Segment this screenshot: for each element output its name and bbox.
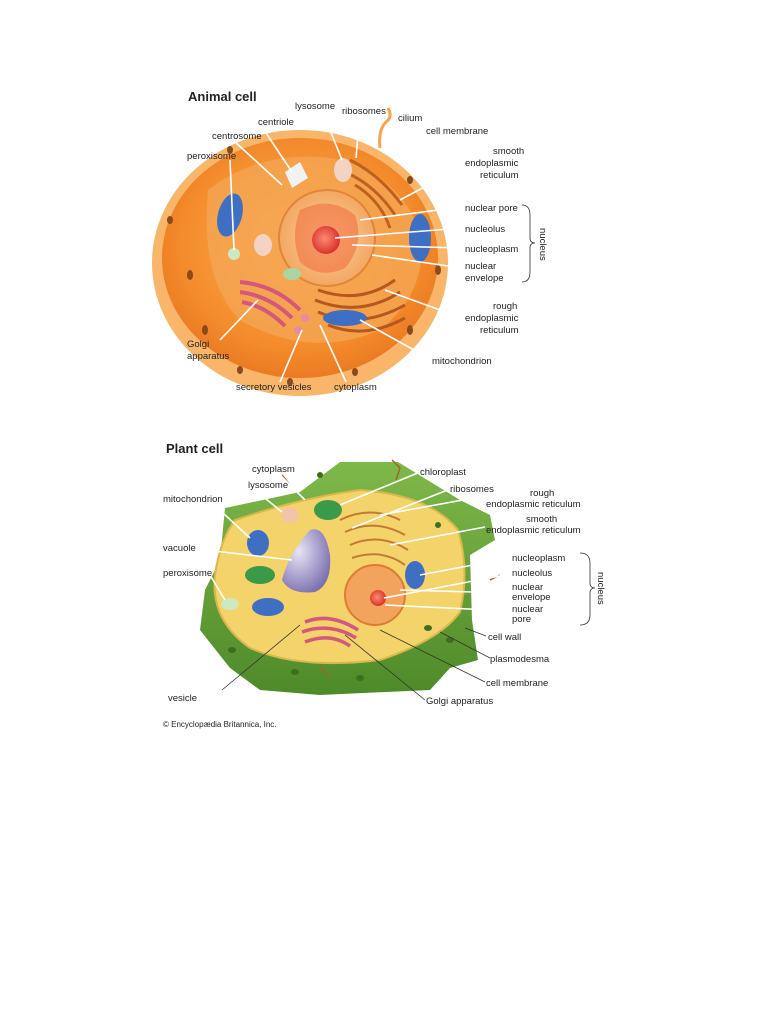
label-plant-smooth-er-2: endoplasmic reticulum	[486, 525, 581, 536]
label-golgi-1: Golgi	[187, 339, 209, 350]
animal-vesicles	[228, 158, 352, 334]
label-plant-nucleoplasm: nucleoplasm	[512, 553, 565, 564]
label-plant-golgi: Golgi apparatus	[426, 696, 493, 707]
animal-cilium	[378, 107, 392, 149]
label-nuclear-envelope-1: nuclear	[465, 261, 496, 272]
label-mitochondrion: mitochondrion	[432, 356, 492, 367]
label-plant-nuclear-pore-1: nuclear	[512, 604, 543, 615]
plant-cell-diagram: Plant cell	[163, 441, 606, 707]
plant-leader-lines-dark	[221, 624, 491, 701]
animal-cell-title: Animal cell	[188, 89, 257, 104]
label-cilium: cilium	[398, 113, 422, 124]
label-plant-peroxisome: peroxisome	[163, 568, 212, 579]
plant-lysosome	[281, 507, 299, 523]
plant-cell-title: Plant cell	[166, 441, 223, 456]
label-centrosome: centrosome	[212, 131, 262, 142]
label-nucleolus: nucleolus	[465, 224, 505, 235]
label-nuclear-pore: nuclear pore	[465, 203, 518, 214]
animal-golgi	[239, 280, 302, 328]
label-plant-vesicle: vesicle	[168, 693, 197, 704]
label-plant-nuclear-envelope-1: nuclear	[512, 582, 543, 593]
credit-line: © Encyclopædia Britannica, Inc.	[163, 720, 277, 729]
label-secretory-vesicles: secretory vesicles	[236, 382, 312, 393]
label-rough-er-2: endoplasmic	[465, 313, 519, 324]
label-cell-membrane: cell membrane	[426, 126, 488, 137]
label-centriole: centriole	[258, 117, 294, 128]
animal-cell-diagram: Animal cell	[152, 89, 548, 396]
label-plant-chloroplast: chloroplast	[420, 467, 466, 478]
label-plant-cell-membrane: cell membrane	[486, 678, 548, 689]
label-nucleoplasm: nucleoplasm	[465, 244, 518, 255]
label-plant-smooth-er-1: smooth	[526, 514, 557, 525]
label-plant-cytoplasm: cytoplasm	[252, 464, 295, 475]
label-plant-lysosome: lysosome	[248, 480, 288, 491]
plant-er	[339, 511, 409, 566]
label-peroxisome: peroxisome	[187, 151, 236, 162]
animal-nucleus-bracket	[521, 204, 536, 283]
plant-peroxisome	[221, 598, 239, 610]
label-plant-ribosomes: ribosomes	[450, 484, 494, 495]
label-cytoplasm: cytoplasm	[334, 382, 377, 393]
label-plant-vacuole: vacuole	[163, 543, 196, 554]
plant-nucleus-bracket	[579, 552, 596, 626]
label-plant-nucleus: nucleus	[595, 572, 606, 605]
label-plant-rough-er-1: rough	[530, 488, 554, 499]
label-plant-mitochondrion: mitochondrion	[163, 494, 223, 505]
label-plant-rough-er-2: endoplasmic reticulum	[486, 499, 581, 510]
animal-mitochondria	[217, 193, 431, 326]
label-smooth-er-3: reticulum	[480, 170, 519, 181]
label-rough-er-3: reticulum	[480, 325, 519, 336]
animal-nucleolus	[312, 226, 340, 254]
label-ribosomes: ribosomes	[342, 106, 386, 117]
plant-nucleolus	[370, 590, 386, 606]
label-plant-nuclear-envelope-2: envelope	[512, 592, 551, 603]
label-plant-nucleolus: nucleolus	[512, 568, 552, 579]
label-plant-nuclear-pore-2: pore	[512, 614, 531, 625]
plant-mitochondria	[247, 530, 425, 616]
label-smooth-er-2: endoplasmic	[465, 158, 519, 169]
label-lysosome: lysosome	[295, 101, 335, 112]
label-nucleus: nucleus	[537, 228, 548, 261]
label-plant-cell-wall: cell wall	[488, 632, 521, 643]
label-smooth-er-1: smooth	[493, 146, 524, 157]
animal-membrane-pores	[167, 146, 441, 386]
label-plant-plasmodesma: plasmodesma	[490, 654, 550, 665]
animal-centriole	[285, 162, 308, 188]
plant-chloroplasts	[245, 500, 342, 584]
label-nuclear-envelope-2: envelope	[465, 273, 504, 284]
plant-golgi	[301, 616, 359, 648]
label-rough-er-1: rough	[493, 301, 517, 312]
label-golgi-2: apparatus	[187, 351, 230, 362]
plant-leader-lines-light	[204, 471, 511, 612]
animal-leader-lines	[219, 109, 463, 383]
plant-vacuole	[282, 529, 331, 593]
